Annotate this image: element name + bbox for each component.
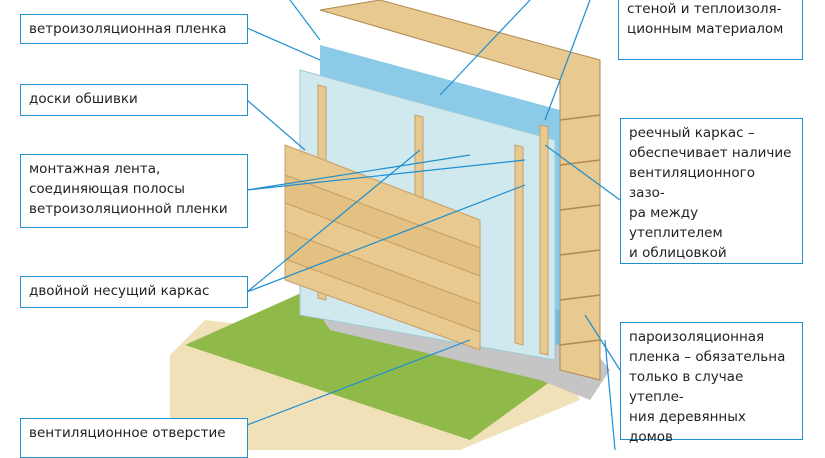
log-lines xyxy=(559,114,601,346)
callout-top-right: стеной и теплоизоля- ционным материалом xyxy=(618,0,803,60)
ground-grass xyxy=(185,280,580,440)
callout-tape: монтажная лента, соединяющая полосы ветр… xyxy=(20,154,248,228)
leader-lines xyxy=(246,0,621,450)
callout-vent-hole: вентиляционное отверстие xyxy=(20,418,248,458)
cladding-boards xyxy=(284,144,481,351)
callout-boards: доски обшивки xyxy=(20,84,248,116)
callout-wind-film: ветроизоляционная пленка xyxy=(20,14,248,44)
callout-vapor: пароизоляционная пленка – обязательна то… xyxy=(620,322,803,445)
callout-batten: реечный каркас – обеспечивает наличие ве… xyxy=(620,118,803,264)
callout-frame: двойной несущий каркас xyxy=(20,276,248,308)
